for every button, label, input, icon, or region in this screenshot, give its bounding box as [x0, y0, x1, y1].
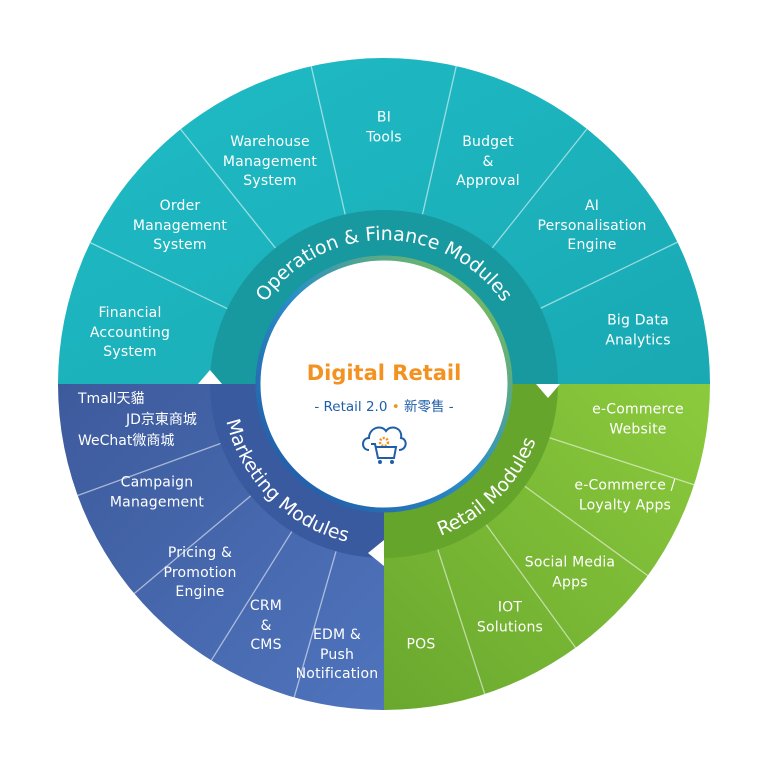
segment-divider [421, 65, 457, 215]
item-pos: POS [406, 636, 436, 653]
sub-left: Retail 2.0 [323, 399, 388, 415]
sub-right: 新零售 [403, 399, 445, 415]
sub-suffix: - [448, 399, 454, 415]
segment-divider [293, 551, 337, 698]
segment-divider [491, 128, 588, 249]
segment-divider [549, 437, 695, 486]
item-budget-approval: Budget&Approval [456, 133, 520, 189]
item-ecommerce-platforms: Tmall天貓 JD京東商城 WeChat微商城 [78, 391, 197, 449]
center-subtitle: - Retail 2.0 • 新零售 - [314, 395, 453, 415]
item-ecommerce-loyalty: e-Commerce /Loyalty Apps [574, 477, 676, 514]
sub-dot: • [391, 399, 400, 415]
segment-divider [180, 128, 276, 249]
segment-dividers [77, 65, 695, 698]
arrow-marker [536, 384, 560, 398]
arrow-marker [368, 540, 384, 566]
segment-divider [133, 495, 252, 595]
segment-divider [89, 242, 228, 310]
sub-prefix: - [314, 399, 320, 415]
center-title: Digital Retail [306, 361, 462, 385]
cloud-cart-gear-icon [362, 426, 407, 464]
segment-divider [210, 531, 293, 661]
center-circle [255, 255, 513, 513]
segment-divider [437, 549, 486, 695]
item-crm-cms: CRM&CMS [249, 597, 283, 653]
segment-divider [540, 241, 678, 309]
segment-divider [524, 485, 649, 577]
segment-divider [310, 66, 346, 215]
segment-divider [485, 524, 577, 649]
segment-divider [77, 442, 221, 497]
arrow-marker [198, 370, 222, 384]
